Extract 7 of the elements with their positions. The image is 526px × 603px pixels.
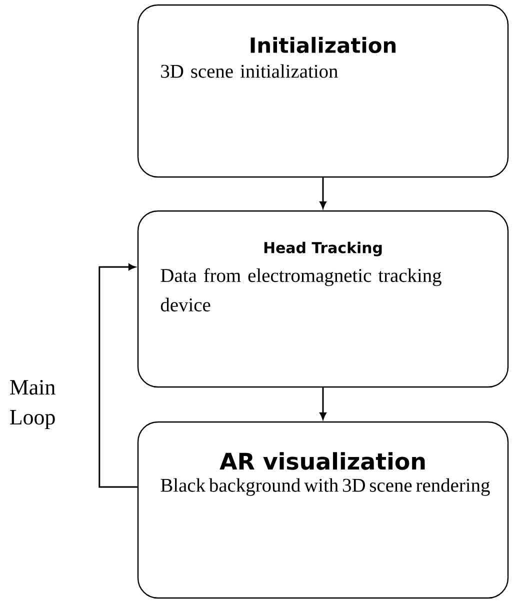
process-box: Initialization 3D scene initialization [137, 4, 509, 178]
edge-label: Main Loop [10, 380, 56, 430]
arrow [320, 388, 326, 420]
process-box: AR visualization Black background with 3D scene rendering [137, 421, 509, 599]
loop-arrow [98, 264, 138, 488]
process-box: Head Tracking Data from electromagnetic tracking device [137, 210, 509, 388]
arrow [320, 178, 326, 209]
